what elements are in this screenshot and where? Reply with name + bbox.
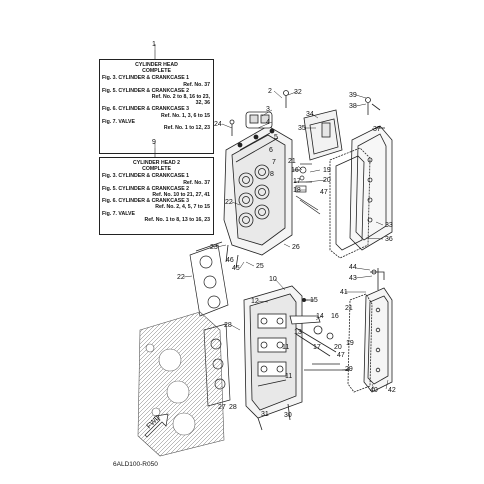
box-subtitle: COMPLETE <box>142 166 171 173</box>
cylinder-head-1 <box>223 90 293 269</box>
part-callout: 11 <box>282 344 289 351</box>
part-callout: 4 <box>266 119 270 126</box>
part-callout: 16 <box>291 167 299 174</box>
box-line: Ref. No. 2 to 8, 16 to 23, <box>151 94 210 101</box>
part-callout: 25 <box>256 263 264 270</box>
part-callout: 15 <box>310 297 318 304</box>
part-callout: 43 <box>349 275 357 282</box>
box-title: CYLINDER HEAD <box>135 62 178 68</box>
head-gasket <box>189 241 229 317</box>
cylinder-head-2-cover <box>347 268 393 393</box>
part-callout: 26 <box>292 244 300 251</box>
part-callout: 6 <box>269 147 273 154</box>
part-callout: 36 <box>385 236 393 243</box>
box-line: Ref. No. 37 <box>183 179 210 186</box>
part-callout: 22 <box>177 274 185 281</box>
box-line: Fig. 5. CYLINDER & CRANKCASE 2 <box>102 185 190 192</box>
box-line: Fig. 3. CYLINDER & CRANKCASE 1 <box>102 173 190 180</box>
part-callout: 29 <box>345 366 353 373</box>
box-line: Fig. 6. CYLINDER & CRANKCASE 3 <box>102 106 190 113</box>
box-line: Fig. 7. VALVE <box>102 210 135 217</box>
part-callout: 28 <box>229 404 237 411</box>
part-callout: 46 <box>226 257 234 264</box>
forward-arrow-icon <box>144 413 169 438</box>
part-callout: 21 <box>288 158 296 165</box>
box-number: 1 <box>152 41 156 48</box>
part-callout: 17 <box>293 178 301 185</box>
box-line: Fig. 5. CYLINDER & CRANKCASE 2 <box>102 87 190 94</box>
part-callout: 5 <box>274 134 278 141</box>
part-callout: 13 <box>294 329 302 336</box>
part-callout: 10 <box>269 276 277 283</box>
part-callout: 20 <box>334 344 342 351</box>
part-callout: 38 <box>349 103 357 110</box>
part-callout: 20 <box>323 177 331 184</box>
part-callout: 19 <box>346 340 354 347</box>
part-callout: 17 <box>313 344 321 351</box>
box-line: 32, 36 <box>195 100 210 107</box>
box-line: Fig. 6. CYLINDER & CRANKCASE 3 <box>102 198 190 205</box>
cylinder-head-cover <box>303 97 393 259</box>
part-callout: 12 <box>251 298 259 305</box>
drawing-code: 6ALD100-R050 <box>113 461 158 468</box>
box-line: Ref. No. 2, 4, 5, 7 to 15 <box>155 204 210 211</box>
box-number: 9 <box>152 139 156 146</box>
box-subtitle: COMPLETE <box>142 68 171 75</box>
box-line: Ref. No. 37 <box>183 81 210 88</box>
part-callout: 40 <box>370 387 378 394</box>
part-callout: 30 <box>284 412 292 419</box>
part-callout: 24 <box>214 121 222 128</box>
box-line: Ref. No. 10 to 21, 27, 41 <box>152 192 210 199</box>
part-callout: 21 <box>345 305 353 312</box>
cylinder-head-complete-box: CYLINDER HEAD COMPLETE Fig. 3. CYLINDER … <box>99 59 214 154</box>
part-callout: 11 <box>285 373 292 380</box>
part-callout: 45 <box>232 265 240 272</box>
part-callout: 2 <box>268 88 272 95</box>
part-callout: 3 <box>266 106 270 113</box>
part-callout: 32 <box>294 89 302 96</box>
part-callout: 39 <box>349 92 357 99</box>
part-callout: 33 <box>385 222 393 229</box>
box-line: Ref. No. 1 to 8, 13 to 16, 23 <box>144 216 210 223</box>
part-callout: 8 <box>270 171 274 178</box>
valve-parts <box>293 163 321 215</box>
part-callout: 19 <box>323 167 331 174</box>
part-callout: 31 <box>261 411 269 418</box>
cylinder-head-2 <box>243 285 350 431</box>
part-callout: 27 <box>218 404 226 411</box>
part-callout: 47 <box>320 189 328 196</box>
cylinder-head-2-complete-box: CYLINDER HEAD 2 COMPLETE Fig. 3. CYLINDE… <box>99 157 214 235</box>
part-callout: 44 <box>349 264 357 271</box>
part-callout: 34 <box>306 111 314 118</box>
part-callout: 28 <box>224 322 232 329</box>
part-callout: 7 <box>272 159 276 166</box>
engine-block <box>137 311 225 457</box>
box-line: Ref. No. 1 to 12, 23 <box>163 125 210 132</box>
part-callout: 41 <box>340 289 348 296</box>
box-line: Ref. No. 1, 3, 6 to 15 <box>160 112 210 119</box>
part-callout: 47 <box>337 352 345 359</box>
part-callout: 42 <box>388 387 396 394</box>
part-callout: 18 <box>293 187 301 194</box>
box-title: CYLINDER HEAD 2 <box>133 160 180 166</box>
part-callout: 22 <box>225 199 233 206</box>
box-line: Fig. 3. CYLINDER & CRANKCASE 1 <box>102 75 190 82</box>
part-callout: 35 <box>298 125 306 132</box>
box-line: Fig. 7. VALVE <box>102 118 135 125</box>
part-callout: 37 <box>373 126 381 133</box>
part-callout: 14 <box>316 313 324 320</box>
part-callout: 23 <box>210 244 218 251</box>
part-callout: 16 <box>331 313 339 320</box>
